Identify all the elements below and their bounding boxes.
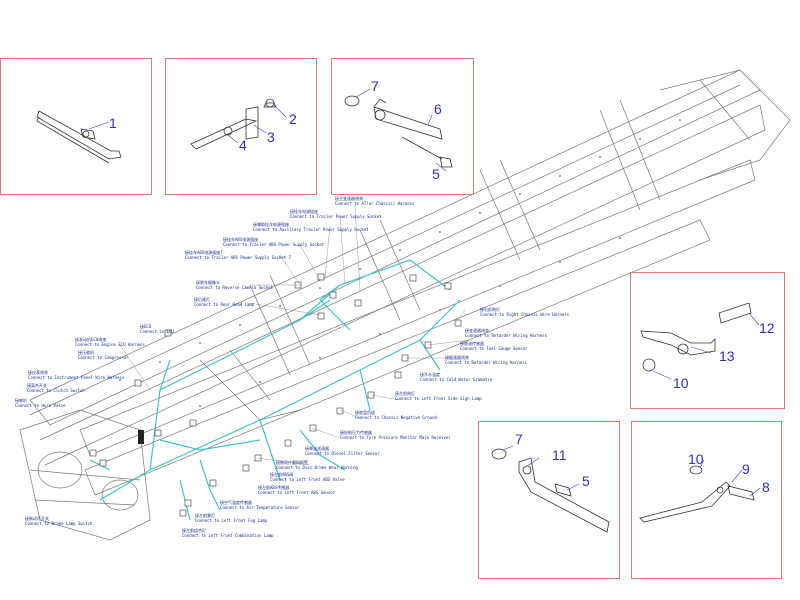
detail-panel-parts-8-10: 10 9 8 xyxy=(631,421,782,579)
callout-3: 3 xyxy=(267,129,275,145)
callout-4: 4 xyxy=(239,137,247,153)
callout-1: 1 xyxy=(109,115,117,131)
detail-panel-parts-5-7: 7 6 5 xyxy=(331,58,474,195)
bracket-part-1-drawing xyxy=(36,110,122,164)
callout-7-bottom: 7 xyxy=(515,431,523,447)
callout-5-bottom: 5 xyxy=(582,473,590,489)
bracket-parts-10-13-drawing xyxy=(640,302,760,380)
detail-panel-part-1: 1 xyxy=(0,58,152,195)
callout-9: 9 xyxy=(742,461,750,477)
detail-panel-parts-2-4: 2 3 4 xyxy=(165,58,317,195)
callout-6: 6 xyxy=(434,101,442,117)
callout-12: 12 xyxy=(759,320,775,336)
callout-2: 2 xyxy=(289,111,297,127)
detail-panel-parts-5-7-11: 7 11 5 xyxy=(478,421,620,579)
bracket-parts-5-7-drawing xyxy=(344,88,453,172)
callout-13: 13 xyxy=(719,348,735,364)
bracket-parts-5-7-11-drawing xyxy=(491,445,610,533)
detail-panel-parts-10-13: 12 13 10 xyxy=(630,272,785,409)
callout-10-bottom: 10 xyxy=(688,451,704,467)
bracket-parts-2-4-drawing xyxy=(190,98,287,150)
bracket-parts-8-10-drawing xyxy=(639,459,761,523)
callout-10-right: 10 xyxy=(673,375,689,391)
callout-8: 8 xyxy=(762,479,770,495)
callout-5-top: 5 xyxy=(432,166,440,182)
callout-11: 11 xyxy=(552,447,567,463)
callout-7-top: 7 xyxy=(371,78,379,94)
